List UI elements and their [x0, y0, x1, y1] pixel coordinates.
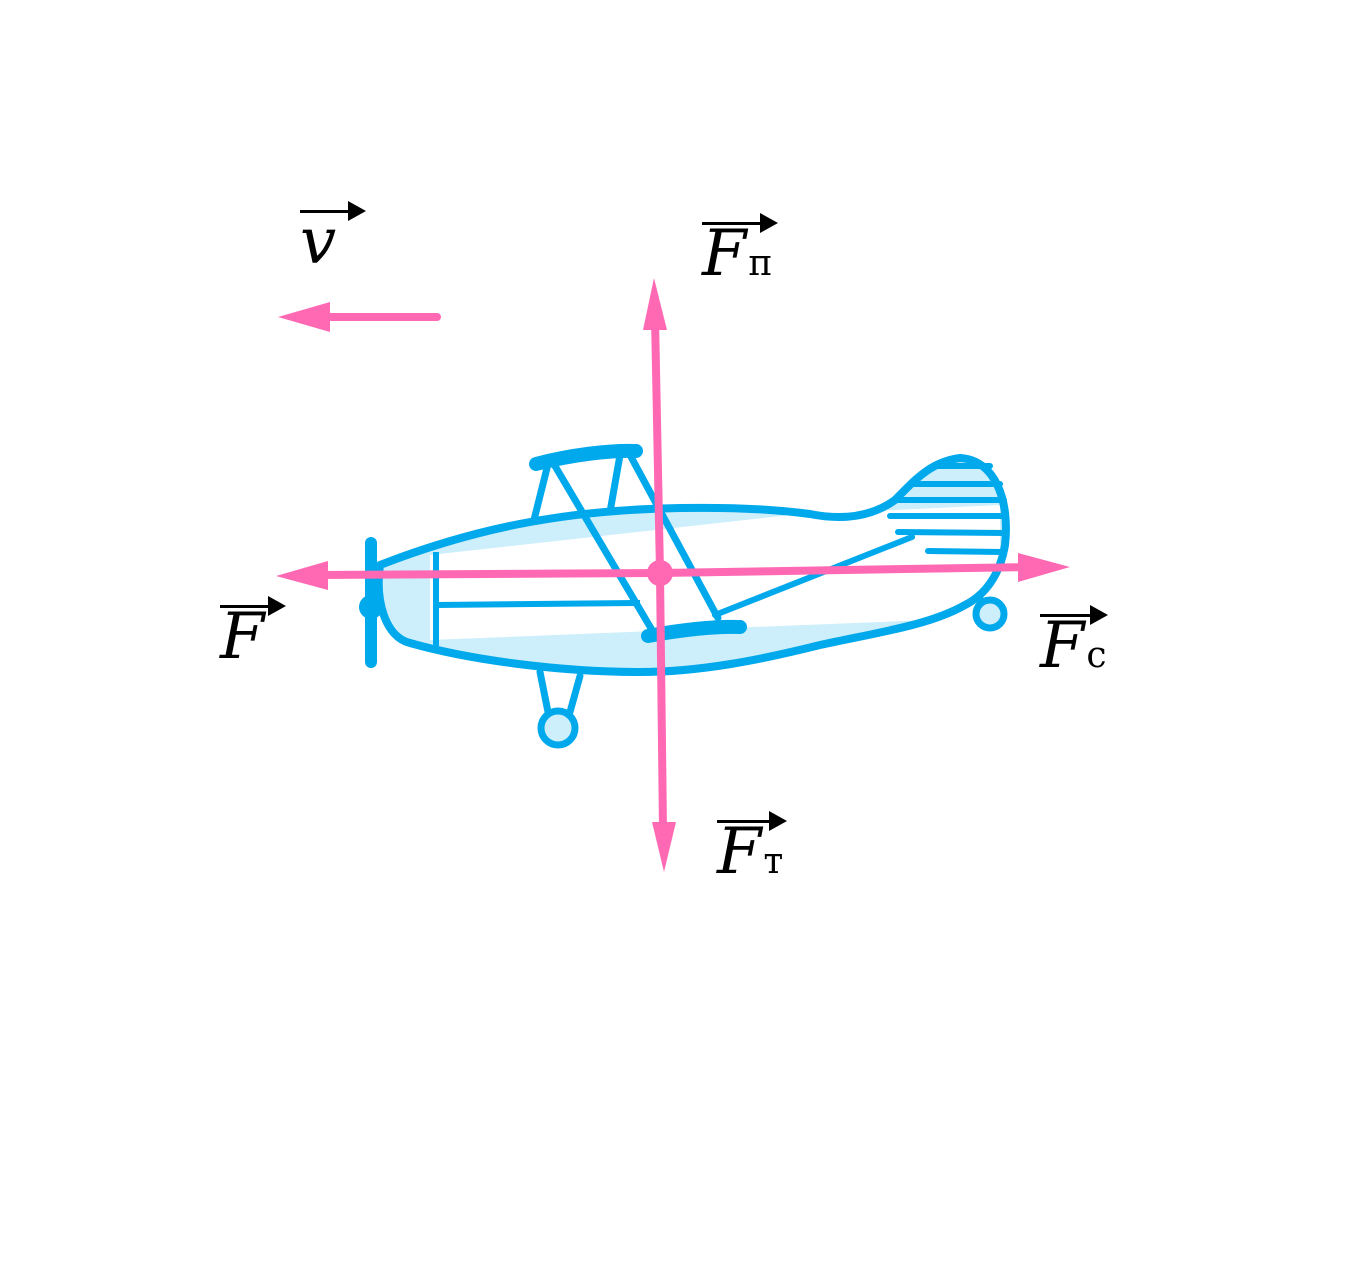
gravity-force-arrow: [652, 572, 676, 872]
lift-force-arrow: [643, 278, 667, 574]
tail-stripes: [887, 463, 1009, 555]
airplane: [359, 443, 1010, 749]
tail-strut: [712, 534, 915, 618]
fuselage-outline: [374, 454, 1010, 676]
drag-force-arrow: [659, 553, 1070, 582]
thrust-force-arrow: [276, 561, 661, 590]
drag-force-label: Fс: [1040, 605, 1108, 678]
velocity-label: v: [300, 201, 366, 274]
wing-struts: [530, 451, 722, 634]
thrust-force-label: F: [220, 596, 286, 669]
interior-line: [435, 600, 641, 608]
lift-force-label: Fп: [702, 213, 778, 286]
propeller-icon: [359, 537, 383, 668]
velocity-arrow: [278, 302, 441, 332]
landing-gear: [536, 668, 584, 749]
tail-wheel: [972, 595, 1008, 632]
gravity-force-label: Fт: [717, 811, 787, 884]
application-point: [647, 560, 673, 586]
